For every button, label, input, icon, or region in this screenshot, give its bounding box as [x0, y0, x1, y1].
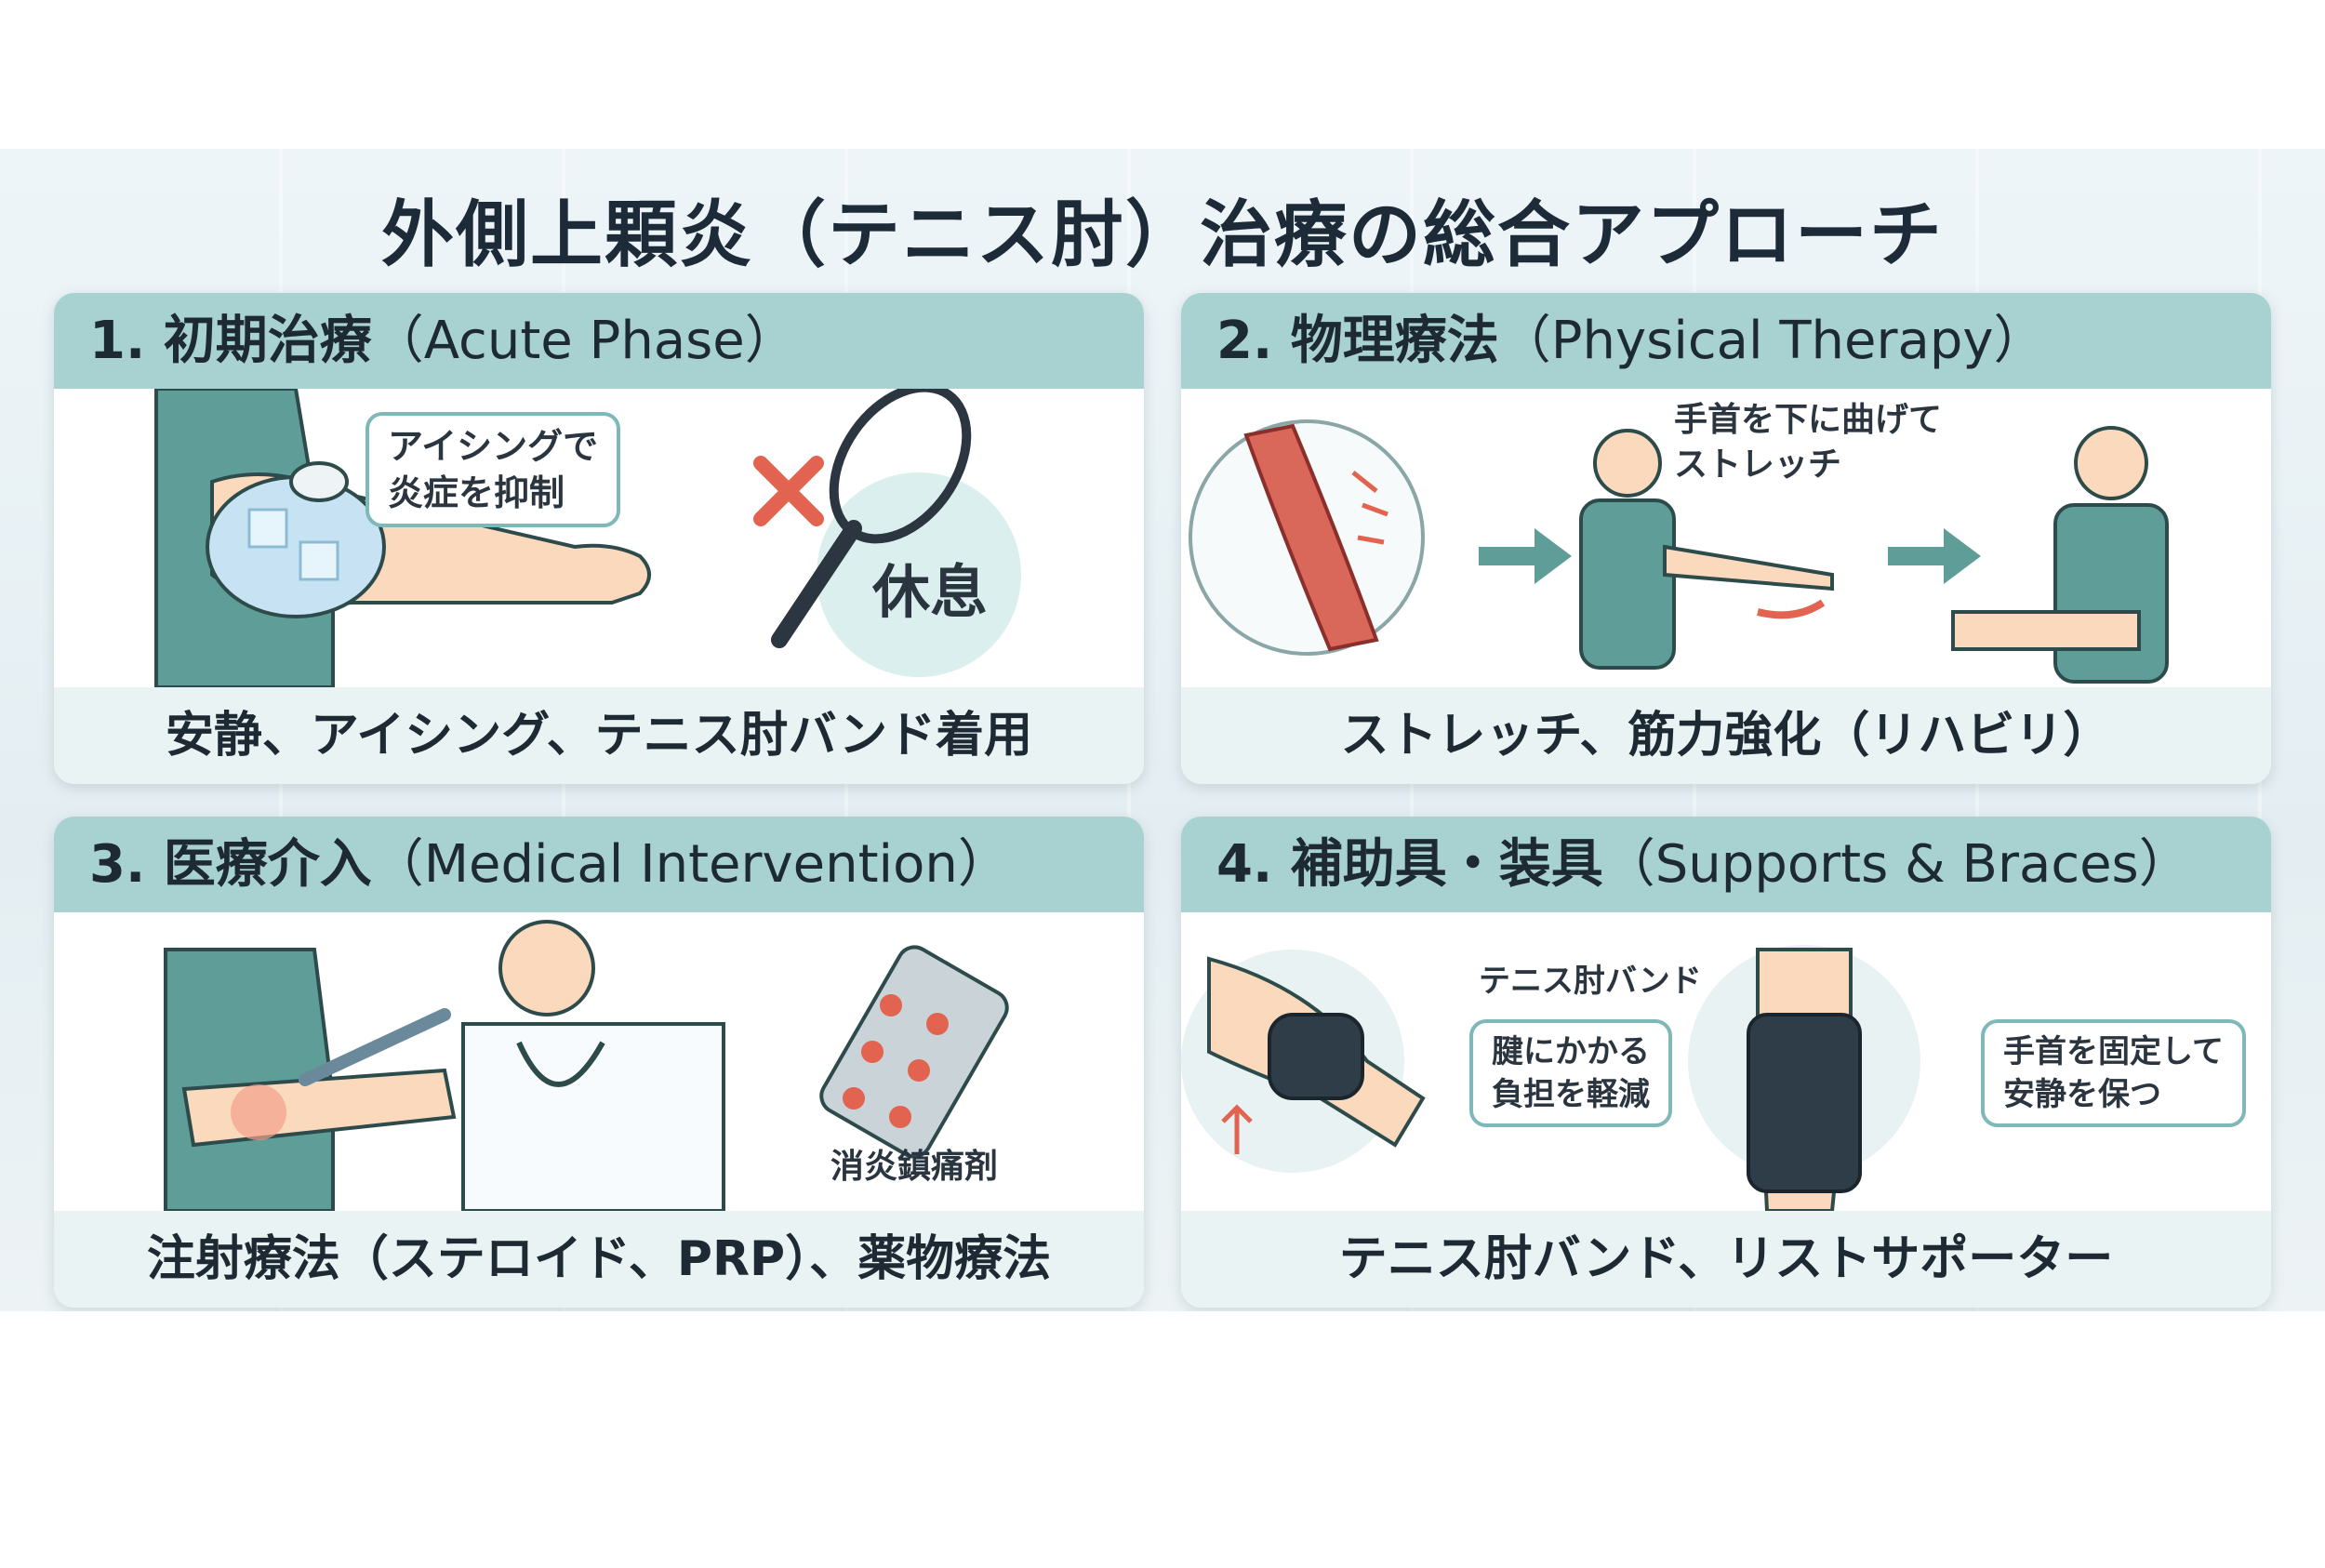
speech-bubble-wrist: 手首を固定して 安静を保つ: [1981, 1019, 2246, 1127]
rest-label: 休息: [872, 558, 989, 626]
panel-illustration: テニス肘バンド 腱にかかる 負担を軽減 手首を固定して 安静を保つ: [1181, 912, 2271, 1213]
ice-pack-arm-illustration: [154, 387, 651, 689]
panel-header: 1. 初期治療（Acute Phase）: [54, 293, 1144, 389]
panel-supports-braces: 4. 補助具・装具（Supports & Braces） テニス肘バンド 腱にか…: [1181, 817, 2271, 1308]
tennis-racket-icon: [753, 389, 1021, 677]
pill-label: 消炎鎮痛剤: [830, 1148, 999, 1186]
panel-title-jp: 4. 補助具・装具: [1216, 834, 1603, 895]
panel-title-en: （Physical Therapy）: [1498, 311, 2046, 371]
injection-illustration: [164, 920, 1009, 1213]
panel-title-en: （Medical Intervention）: [371, 834, 1010, 895]
speech-bubble-band: 腱にかかる 負担を軽減: [1469, 1019, 1672, 1127]
speech-bubble: アイシングで 炎症を抑制: [365, 412, 621, 527]
stretch-illustration: [1189, 419, 2169, 684]
panel-footer: 注射療法（ステロイド、PRP）、薬物療法: [54, 1211, 1144, 1308]
panel-illustration: アイシングで 炎症を抑制 休息: [54, 387, 1144, 689]
panel-footer: 安静、アイシング、テニス肘バンド着用: [54, 687, 1144, 784]
panel-header: 3. 医療介入（Medical Intervention）: [54, 817, 1144, 912]
stretch-instruction: 手首を下に曲げて ストレッチ: [1674, 401, 1943, 484]
panel-acute-phase: 1. 初期治療（Acute Phase） アイシングで 炎症を抑制 休息 安静、…: [54, 293, 1144, 784]
panel-header: 4. 補助具・装具（Supports & Braces）: [1181, 817, 2271, 912]
panel-title-jp: 3. 医療介入: [89, 834, 372, 895]
panel-medical-intervention: 3. 医療介入（Medical Intervention） 消炎鎮痛剤 注射療法…: [54, 817, 1144, 1308]
panel-physical-therapy: 2. 物理療法（Physical Therapy） 手首を下に曲げて ストレッチ…: [1181, 293, 2271, 784]
panel-illustration: 消炎鎮痛剤: [54, 912, 1144, 1213]
band-label: テニス肘バンド: [1479, 963, 1702, 1000]
panel-header: 2. 物理療法（Physical Therapy）: [1181, 293, 2271, 389]
brace-illustration: [1181, 945, 1920, 1213]
page-title: 外側上顆炎（テニス肘）治療の総合アプローチ: [380, 193, 1944, 277]
panel-illustration: 手首を下に曲げて ストレッチ: [1181, 389, 2271, 687]
panel-footer: テニス肘バンド、リストサポーター: [1181, 1211, 2271, 1308]
panel-title-en: （Acute Phase）: [371, 311, 797, 371]
panel-title-jp: 1. 初期治療: [89, 311, 372, 371]
panel-footer: ストレッチ、筋力強化（リハビリ）: [1181, 687, 2271, 784]
infographic: 外側上顆炎（テニス肘）治療の総合アプローチ 1. 初期治療（Acute Phas…: [0, 149, 2325, 1311]
panel-title-en: （Supports & Braces）: [1602, 834, 2191, 895]
panel-title-jp: 2. 物理療法: [1216, 311, 1499, 371]
